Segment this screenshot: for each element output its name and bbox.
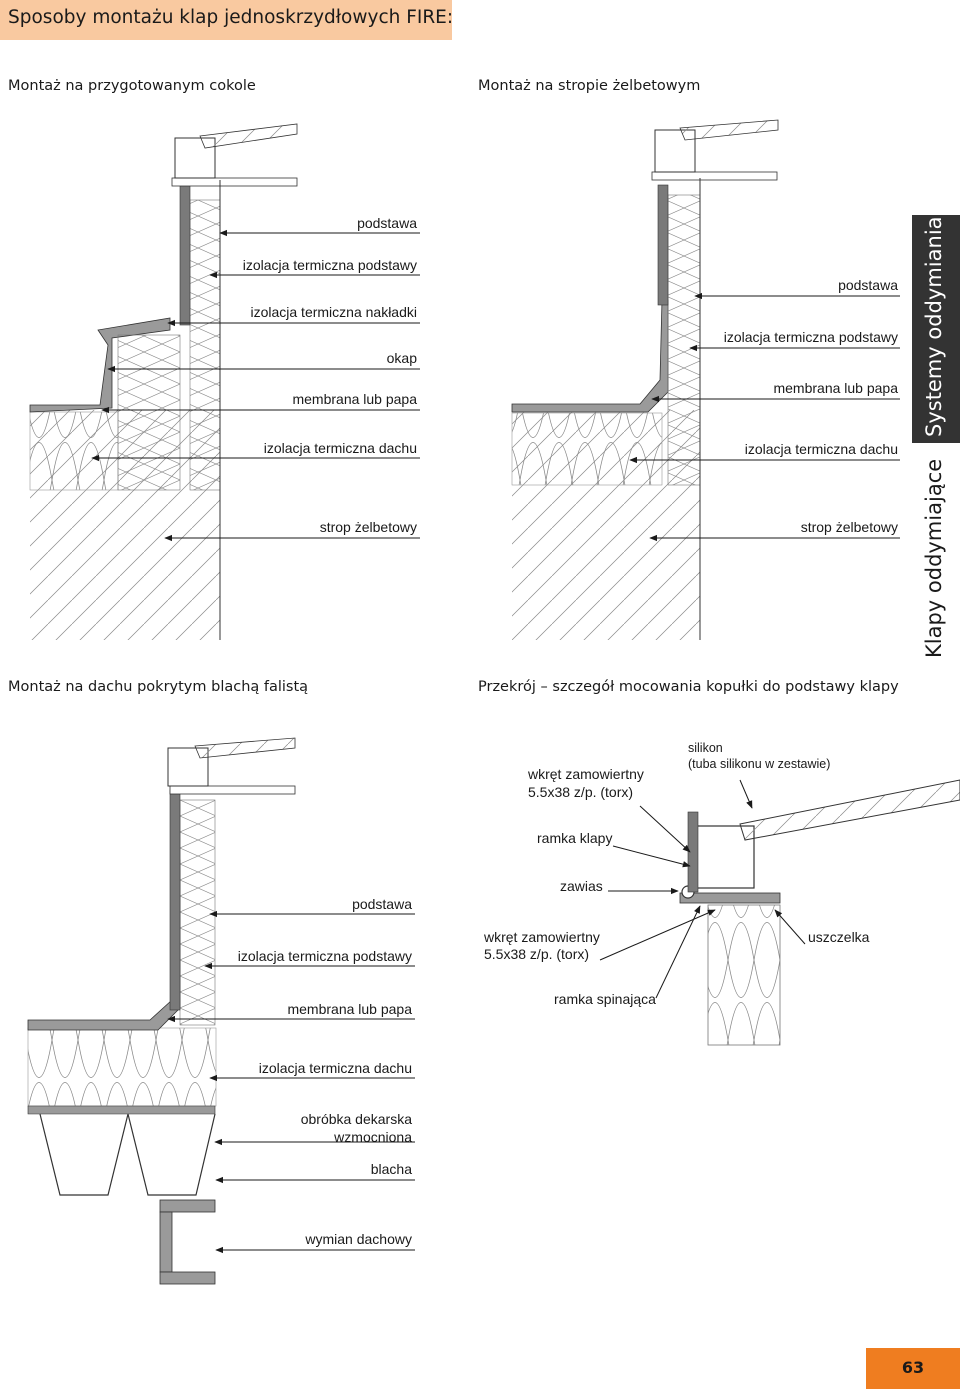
label-strop-izolacja-dachu: izolacja termiczna dachu <box>745 441 898 457</box>
label-strop-membrana: membrana lub papa <box>773 380 898 396</box>
label-przekroj-wkret-2b: 5.5x38 z/p. (torx) <box>484 946 589 962</box>
nakladka-insulation <box>117 334 181 491</box>
base-insulation <box>189 199 221 491</box>
label-przekroj-silikon-a: silikon <box>688 741 723 755</box>
base-wall-2 <box>657 184 669 306</box>
dome <box>199 123 298 149</box>
label-przekroj-zawias: zawias <box>560 878 603 894</box>
drawing-strop <box>511 119 779 640</box>
roof-insulation-3 <box>27 1027 217 1107</box>
label-cokol-izolacja-podstawy: izolacja termiczna podstawy <box>243 257 417 273</box>
label-przekroj-ramka-spinajaca: ramka spinająca <box>554 991 656 1007</box>
title-bar: Sposoby montażu klap jednoskrzydłowych F… <box>0 0 454 40</box>
membrane-3 <box>27 859 181 1031</box>
label-strop-strop: strop żelbetowy <box>801 519 898 535</box>
label-cokol-okap: okap <box>387 350 418 366</box>
label-przekroj-wkret-2a: wkręt zamowiertny <box>483 929 600 945</box>
ramka-spinajaca-shape <box>679 892 781 904</box>
roof-insulation-2 <box>511 412 663 486</box>
wymian-web <box>159 1211 173 1273</box>
base-insulation-3 <box>179 799 216 1026</box>
side-tab: Systemy oddymiania Klapy oddymiające <box>912 215 960 660</box>
drawing-blacha <box>27 737 296 1285</box>
detail-dome <box>739 779 960 841</box>
label-blacha-izolacja-podstawy: izolacja termiczna podstawy <box>238 948 412 964</box>
label-blacha-podstawa: podstawa <box>352 896 412 912</box>
frame-plate-2 <box>651 171 778 181</box>
wymian-bottom <box>159 1271 216 1285</box>
section-title-strop: Montaż na stropie żelbetowym <box>478 78 701 94</box>
label-przekroj-wkret-1a: wkręt zamowiertny <box>527 766 644 782</box>
page-number: 63 <box>901 1358 925 1377</box>
label-blacha-obrobka-2: wzmocniona <box>333 1129 412 1145</box>
section-title-blacha: Montaż na dachu pokrytym blachą falistą <box>8 679 309 695</box>
trapezoid-sheet-profile <box>39 1113 216 1196</box>
page-title: Sposoby montażu klap jednoskrzydłowych F… <box>8 7 454 28</box>
label-cokol-podstawa: podstawa <box>357 215 417 231</box>
label-przekroj-silikon-b: (tuba silikonu w zestawie) <box>688 757 830 771</box>
label-strop-izolacja-podstawy: izolacja termiczna podstawy <box>724 329 898 345</box>
side-tab-secondary: Klapy oddymiające <box>922 458 946 658</box>
base-insulation-2 <box>667 194 701 486</box>
page-number-badge: 63 <box>866 1348 960 1389</box>
dome-3 <box>194 737 296 759</box>
detail-insulation <box>707 904 781 1046</box>
drawing-cokol <box>29 123 298 640</box>
label-przekroj-wkret-1b: 5.5x38 z/p. (torx) <box>528 784 633 800</box>
frame-plate <box>171 177 298 187</box>
label-przekroj-ramka-klapy: ramka klapy <box>537 830 612 846</box>
label-blacha-obrobka-1: obróbka dekarska <box>301 1111 413 1127</box>
base-wall-3 <box>169 789 181 1011</box>
label-cokol-izolacja-dachu: izolacja termiczna dachu <box>264 440 417 456</box>
section-title-przekroj: Przekrój – szczegół mocowania kopułki do… <box>478 679 899 695</box>
base-wall <box>179 184 191 326</box>
side-tab-primary: Systemy oddymiania <box>922 216 946 437</box>
label-blacha-wymian: wymian dachowy <box>304 1231 412 1247</box>
label-strop-podstawa: podstawa <box>838 277 898 293</box>
section-title-cokol: Montaż na przygotowanym cokole <box>8 78 256 94</box>
side-tab-dark-block <box>912 215 960 443</box>
label-cokol-membrana: membrana lub papa <box>292 391 417 407</box>
dome-2 <box>679 119 779 141</box>
label-przekroj-uszczelka: uszczelka <box>808 929 870 945</box>
label-cokol-strop: strop żelbetowy <box>320 519 417 535</box>
label-blacha-izolacja-dachu: izolacja termiczna dachu <box>259 1060 412 1076</box>
label-blacha-blacha: blacha <box>371 1161 412 1177</box>
wymian-top <box>159 1199 216 1213</box>
drawing-przekroj <box>679 779 960 1046</box>
roof-insulation <box>29 411 119 491</box>
trapezoid-sheet-top <box>27 1105 216 1115</box>
membrane-2 <box>511 299 669 413</box>
frame-plate-3 <box>169 785 296 795</box>
leader-lines <box>91 229 900 1254</box>
label-cokol-izolacja-nakladki: izolacja termiczna nakładki <box>250 304 417 320</box>
label-blacha-membrana: membrana lub papa <box>287 1001 412 1017</box>
